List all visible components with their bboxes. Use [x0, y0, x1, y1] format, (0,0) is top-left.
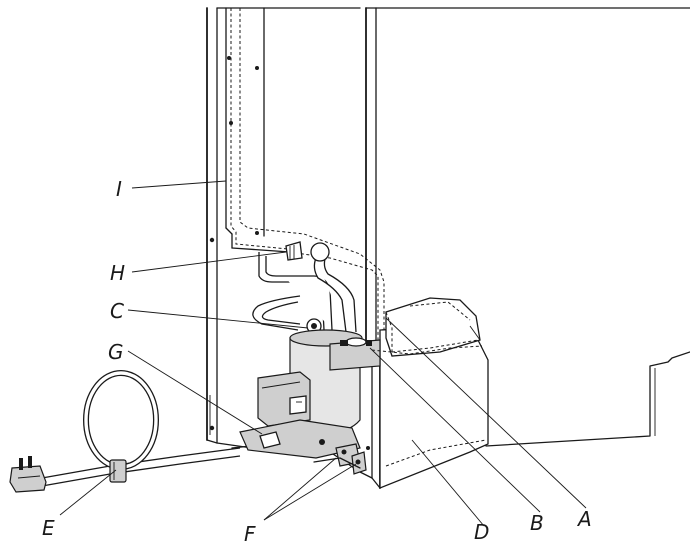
rear-panel — [216, 7, 385, 340]
leader-lines — [59, 180, 587, 527]
callout-label-i: I — [116, 177, 122, 201]
cabinet-left-column — [206, 7, 218, 444]
loop-pipe — [252, 295, 322, 334]
power-cord — [9, 370, 241, 493]
feet-brackets — [313, 443, 367, 475]
callout-label-c: C — [110, 299, 124, 323]
compressor — [239, 329, 381, 459]
callout-label-h: H — [110, 261, 125, 285]
callout-label-d: D — [474, 520, 489, 544]
callout-label-b: B — [530, 511, 544, 535]
callout-label-f: F — [244, 522, 256, 545]
callout-label-a: A — [576, 507, 592, 531]
water-tank — [379, 297, 489, 489]
routing-line — [371, 345, 483, 355]
callout-label-g: G — [108, 340, 124, 364]
callout-label-e: E — [42, 516, 55, 540]
